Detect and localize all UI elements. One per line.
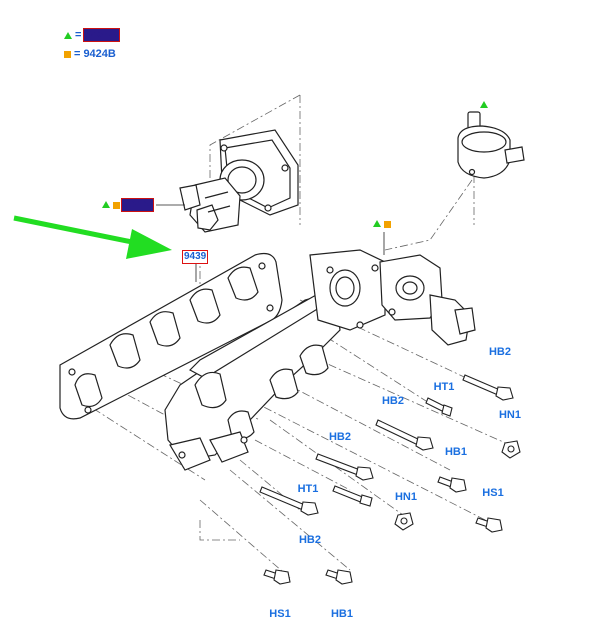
- label-hs1-bottom: HS1: [269, 608, 291, 620]
- orange-square-icon: [113, 202, 120, 209]
- nut-hn1-right: [501, 440, 521, 459]
- stud-ht1-left: [332, 485, 373, 507]
- bolt-hs1-right: [475, 517, 503, 533]
- legend-equals: =: [74, 48, 81, 60]
- label-hb2-left: HB2: [328, 431, 352, 443]
- bolt-hb2-mid: [375, 419, 434, 451]
- legend-equals: =: [75, 29, 82, 41]
- callout-gasket: 9439: [182, 250, 209, 264]
- manifold-gasket: [59, 252, 283, 420]
- egr-valve: [179, 129, 299, 233]
- bolt-hb2-top: [462, 374, 514, 401]
- label-hb1-right: HB1: [444, 446, 468, 458]
- callout-leaders: [156, 204, 385, 282]
- orange-square-icon: [384, 221, 391, 228]
- label-hb2-mid: HB2: [381, 395, 405, 407]
- legend-row-b: = 9424B: [64, 47, 116, 61]
- legend-row-a: = 9424A: [64, 28, 120, 42]
- stud-ht1-top: [425, 397, 453, 417]
- bolt-hs1-bottom: [263, 569, 291, 585]
- callout-egr-valve: 9D475: [120, 198, 155, 212]
- bolt-hb1-right: [437, 476, 467, 493]
- green-triangle-icon: [102, 201, 110, 208]
- label-hs1-right: HS1: [482, 487, 504, 499]
- green-arrow: [13, 215, 172, 259]
- legend-code-b: 9424B: [83, 48, 116, 60]
- label-hb2-top: HB2: [488, 346, 512, 358]
- label-ht1-top: HT1: [433, 381, 455, 393]
- green-triangle-icon: [373, 220, 381, 227]
- label-hb2-bottom: HB2: [298, 534, 322, 546]
- label-hn1-mid: HN1: [394, 491, 418, 503]
- bolt-hb1-bottom: [325, 569, 353, 585]
- fasteners: [259, 374, 521, 585]
- vacuum-actuator: [457, 111, 525, 179]
- orange-square-icon: [64, 50, 71, 58]
- bolt-hb2-bottom: [259, 486, 319, 516]
- green-triangle-icon: [480, 101, 488, 108]
- legend-code-a: 9424A: [83, 28, 120, 42]
- bolt-hb2-left: [315, 453, 374, 481]
- label-hb1-bottom: HB1: [330, 608, 354, 620]
- green-triangle-icon: [64, 31, 72, 39]
- label-hn1-right: HN1: [498, 409, 522, 421]
- nut-hn1-mid: [394, 512, 414, 531]
- exhaust-manifold: [164, 249, 476, 471]
- label-ht1-left: HT1: [297, 483, 319, 495]
